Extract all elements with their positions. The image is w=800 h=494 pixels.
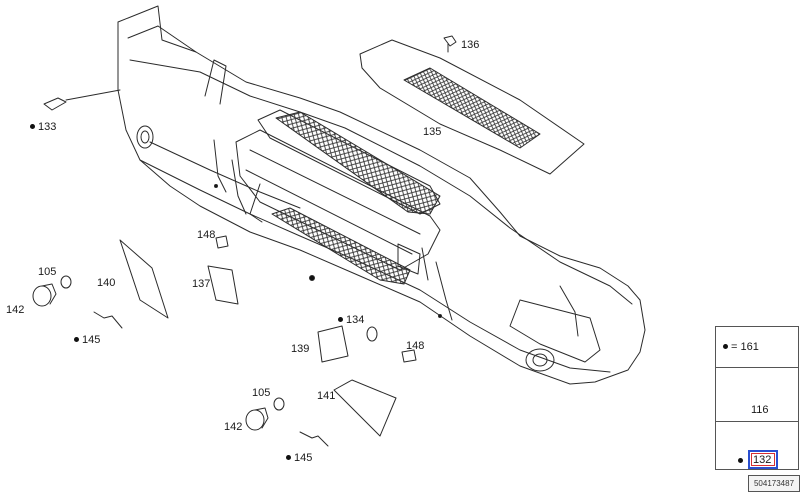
highlight-frame-blue <box>748 450 778 469</box>
highlight-frame-red <box>751 453 775 466</box>
grommet-105-lower <box>273 397 285 411</box>
callout-142-lower: 142 <box>224 421 243 433</box>
bullet-icon <box>338 317 343 322</box>
callout-133: 133 <box>30 121 56 133</box>
bullet-icon <box>286 455 291 460</box>
cap-142-lower <box>245 407 269 431</box>
clip-148-lower <box>401 349 417 363</box>
legend-cell-116 <box>716 367 798 422</box>
callout-148-upper: 148 <box>197 229 216 241</box>
ring-134 <box>366 326 378 342</box>
callout-139: 139 <box>291 343 310 355</box>
callout-141: 141 <box>317 390 336 402</box>
bullet-icon <box>30 124 35 129</box>
legend-161-text: = 161 <box>731 341 759 353</box>
drawing-code: 504173487 <box>748 475 800 492</box>
callout-142-upper: 142 <box>6 304 25 316</box>
front-bumper-shape <box>117 5 646 385</box>
callout-145-lower-text: 145 <box>294 452 313 464</box>
grommet-105-upper <box>60 275 72 289</box>
clip-148-upper <box>215 235 229 249</box>
legend-116: 116 <box>751 404 769 416</box>
cover-140 <box>119 239 169 319</box>
callout-105-upper: 105 <box>38 266 57 278</box>
wire-145-lower <box>299 431 329 447</box>
legend-132-bullet <box>738 455 746 467</box>
screw-133 <box>43 89 121 111</box>
upper-grille-mesh <box>275 111 441 215</box>
callout-134: 134 <box>338 314 364 326</box>
callout-140: 140 <box>97 277 116 289</box>
callout-105-lower: 105 <box>252 387 271 399</box>
plate-137 <box>207 265 239 305</box>
callout-135: 135 <box>423 126 442 138</box>
callout-145-upper: 145 <box>74 334 100 346</box>
callout-145-upper-text: 145 <box>82 334 101 346</box>
callout-137: 137 <box>192 278 211 290</box>
bullet-icon <box>738 458 743 463</box>
callout-145-lower: 145 <box>286 452 312 464</box>
bullet-icon <box>74 337 79 342</box>
legend-161: = 161 <box>723 341 759 353</box>
upper-trim-panel-135 <box>359 39 585 175</box>
callout-133-text: 133 <box>38 121 57 133</box>
callout-134-text: 134 <box>346 314 365 326</box>
cover-141 <box>333 379 397 437</box>
legend-cell-161 <box>716 327 798 368</box>
plate-139 <box>317 325 349 363</box>
legend-132[interactable]: 132 <box>753 454 772 466</box>
legend-panel <box>715 326 799 470</box>
clip-136 <box>443 35 457 53</box>
callout-136: 136 <box>461 39 480 51</box>
wire-145-upper <box>93 311 123 329</box>
callout-148-lower: 148 <box>406 340 425 352</box>
bullet-icon <box>723 344 728 349</box>
cap-142-upper <box>32 283 57 307</box>
lower-grille-mesh <box>271 207 411 285</box>
